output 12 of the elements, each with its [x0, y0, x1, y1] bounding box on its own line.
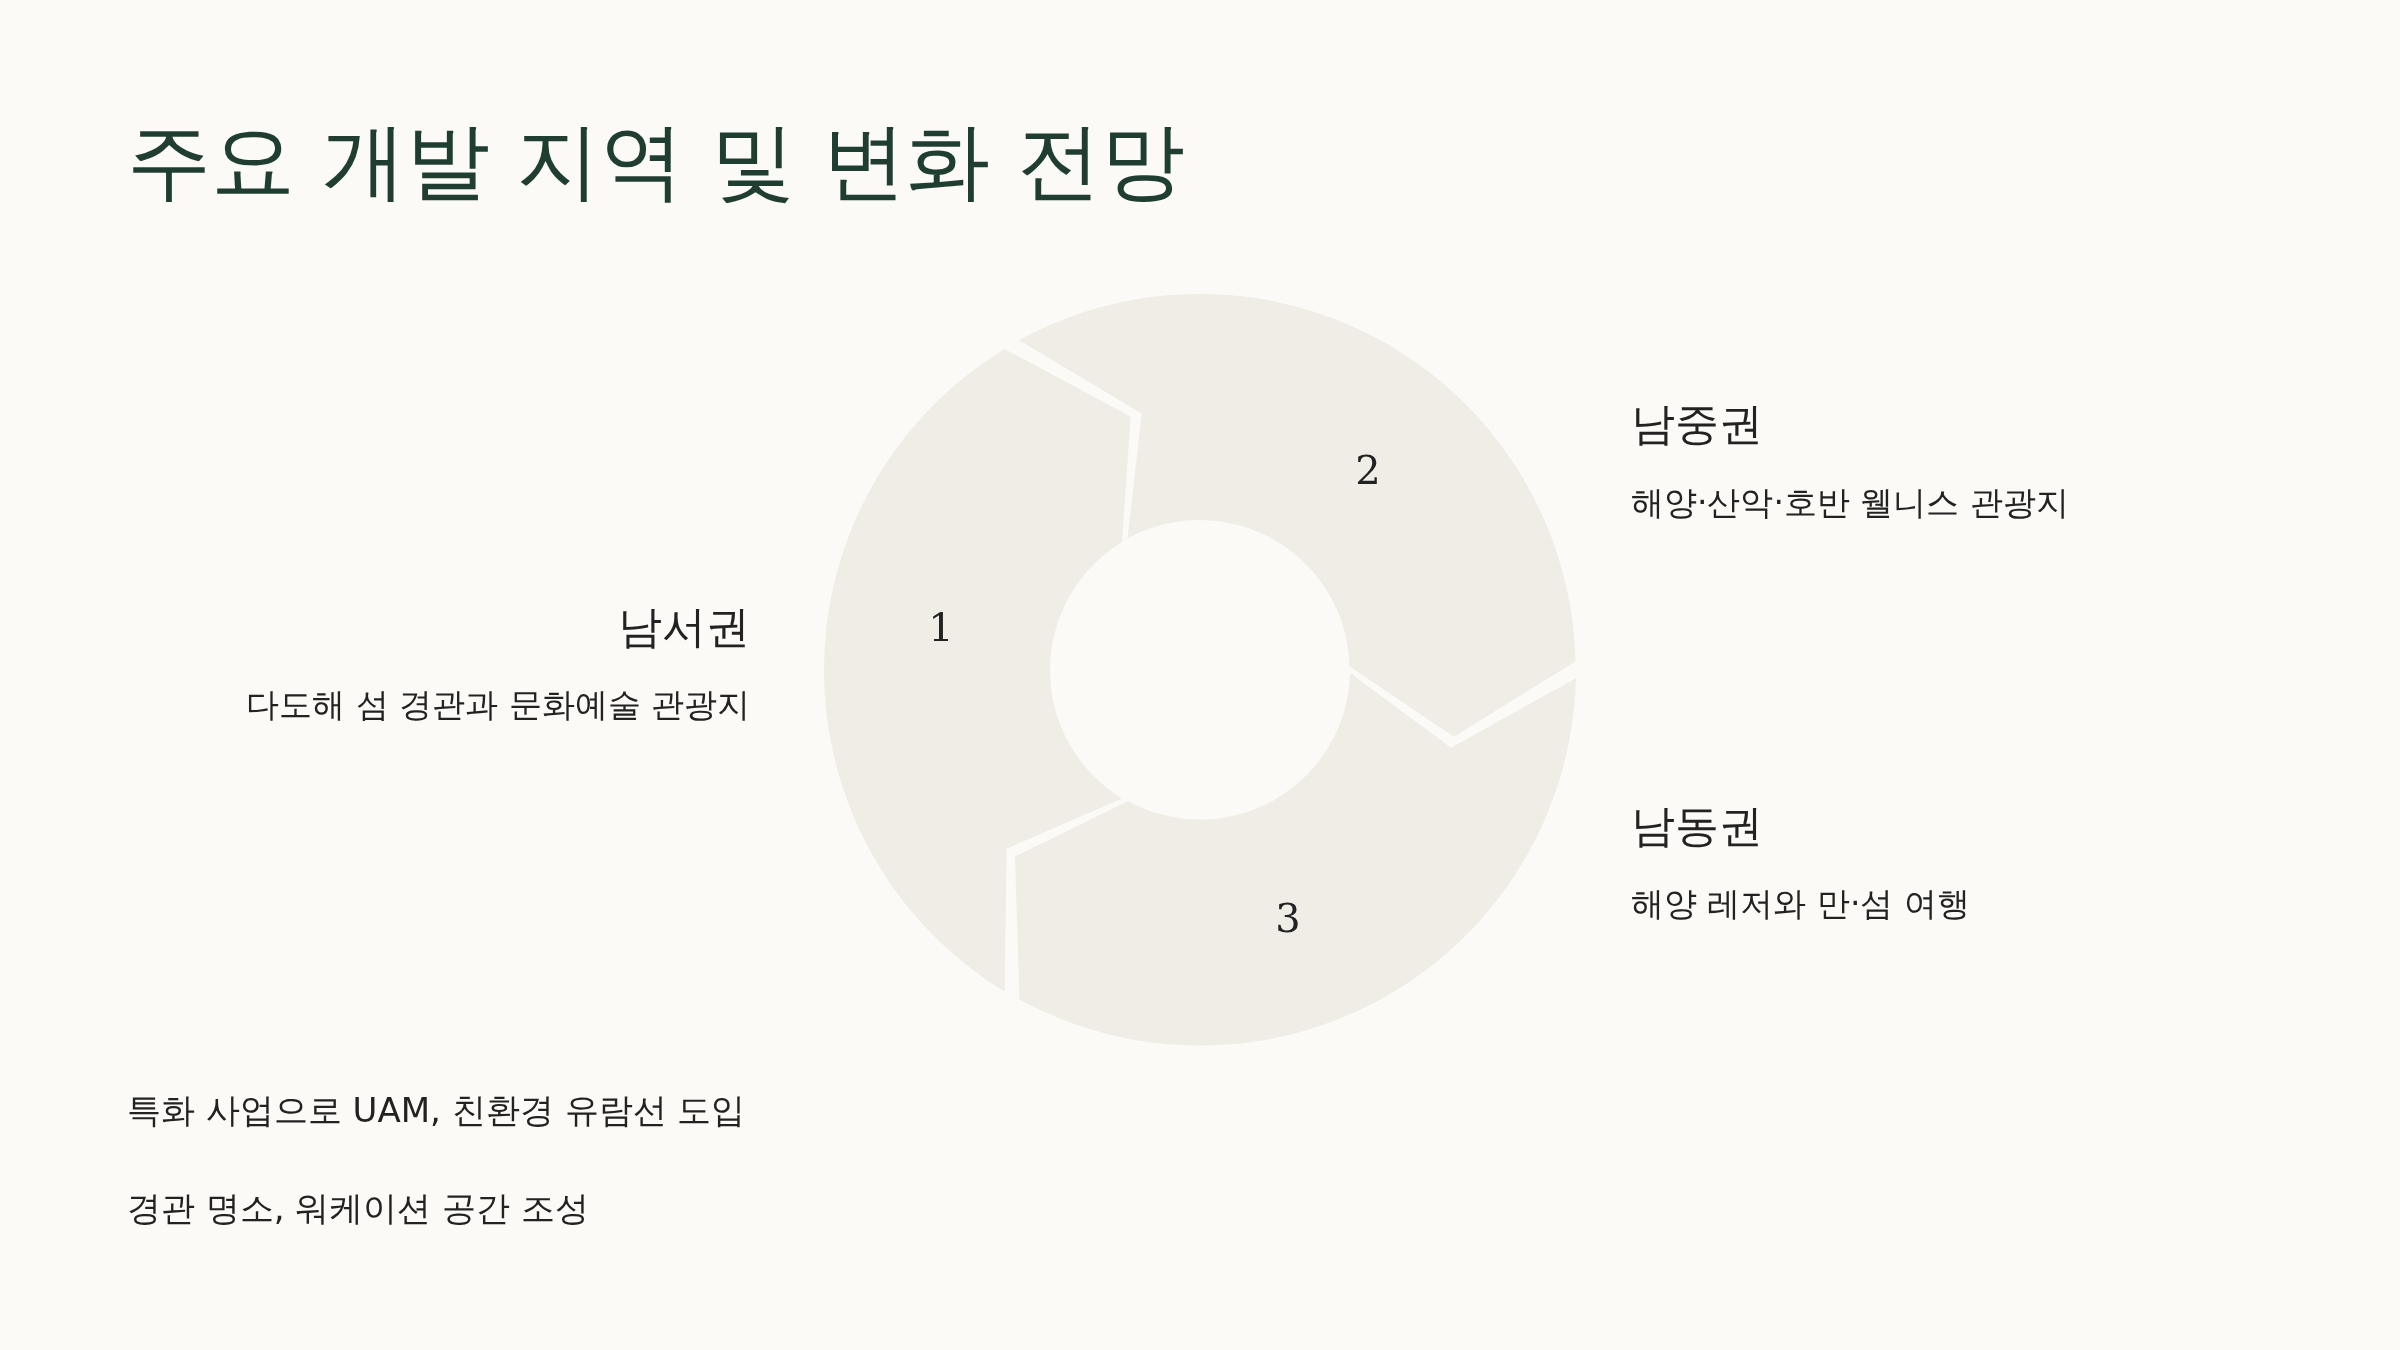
note-text: 경관 명소, 워케이션 공간 조성 [127, 1187, 590, 1230]
region-description: 다도해 섬 경관과 문화예술 관광지 [246, 683, 750, 726]
step-number: 2 [1355, 447, 1381, 493]
region-heading: 남중권 [1631, 396, 1763, 451]
note-text: 특화 사업으로 UAM, 친환경 유람선 도입 [127, 1089, 746, 1132]
slide-title: 주요 개발 지역 및 변화 전망 [127, 111, 1185, 212]
region-heading: 남서권 [618, 599, 750, 654]
step-number: 1 [928, 604, 954, 650]
region-description: 해양 레저와 만·섬 여행 [1631, 882, 1970, 925]
region-heading: 남동권 [1631, 798, 1763, 853]
step-number: 3 [1275, 895, 1301, 941]
region-description: 해양·산악·호반 웰니스 관광지 [1631, 481, 2069, 524]
